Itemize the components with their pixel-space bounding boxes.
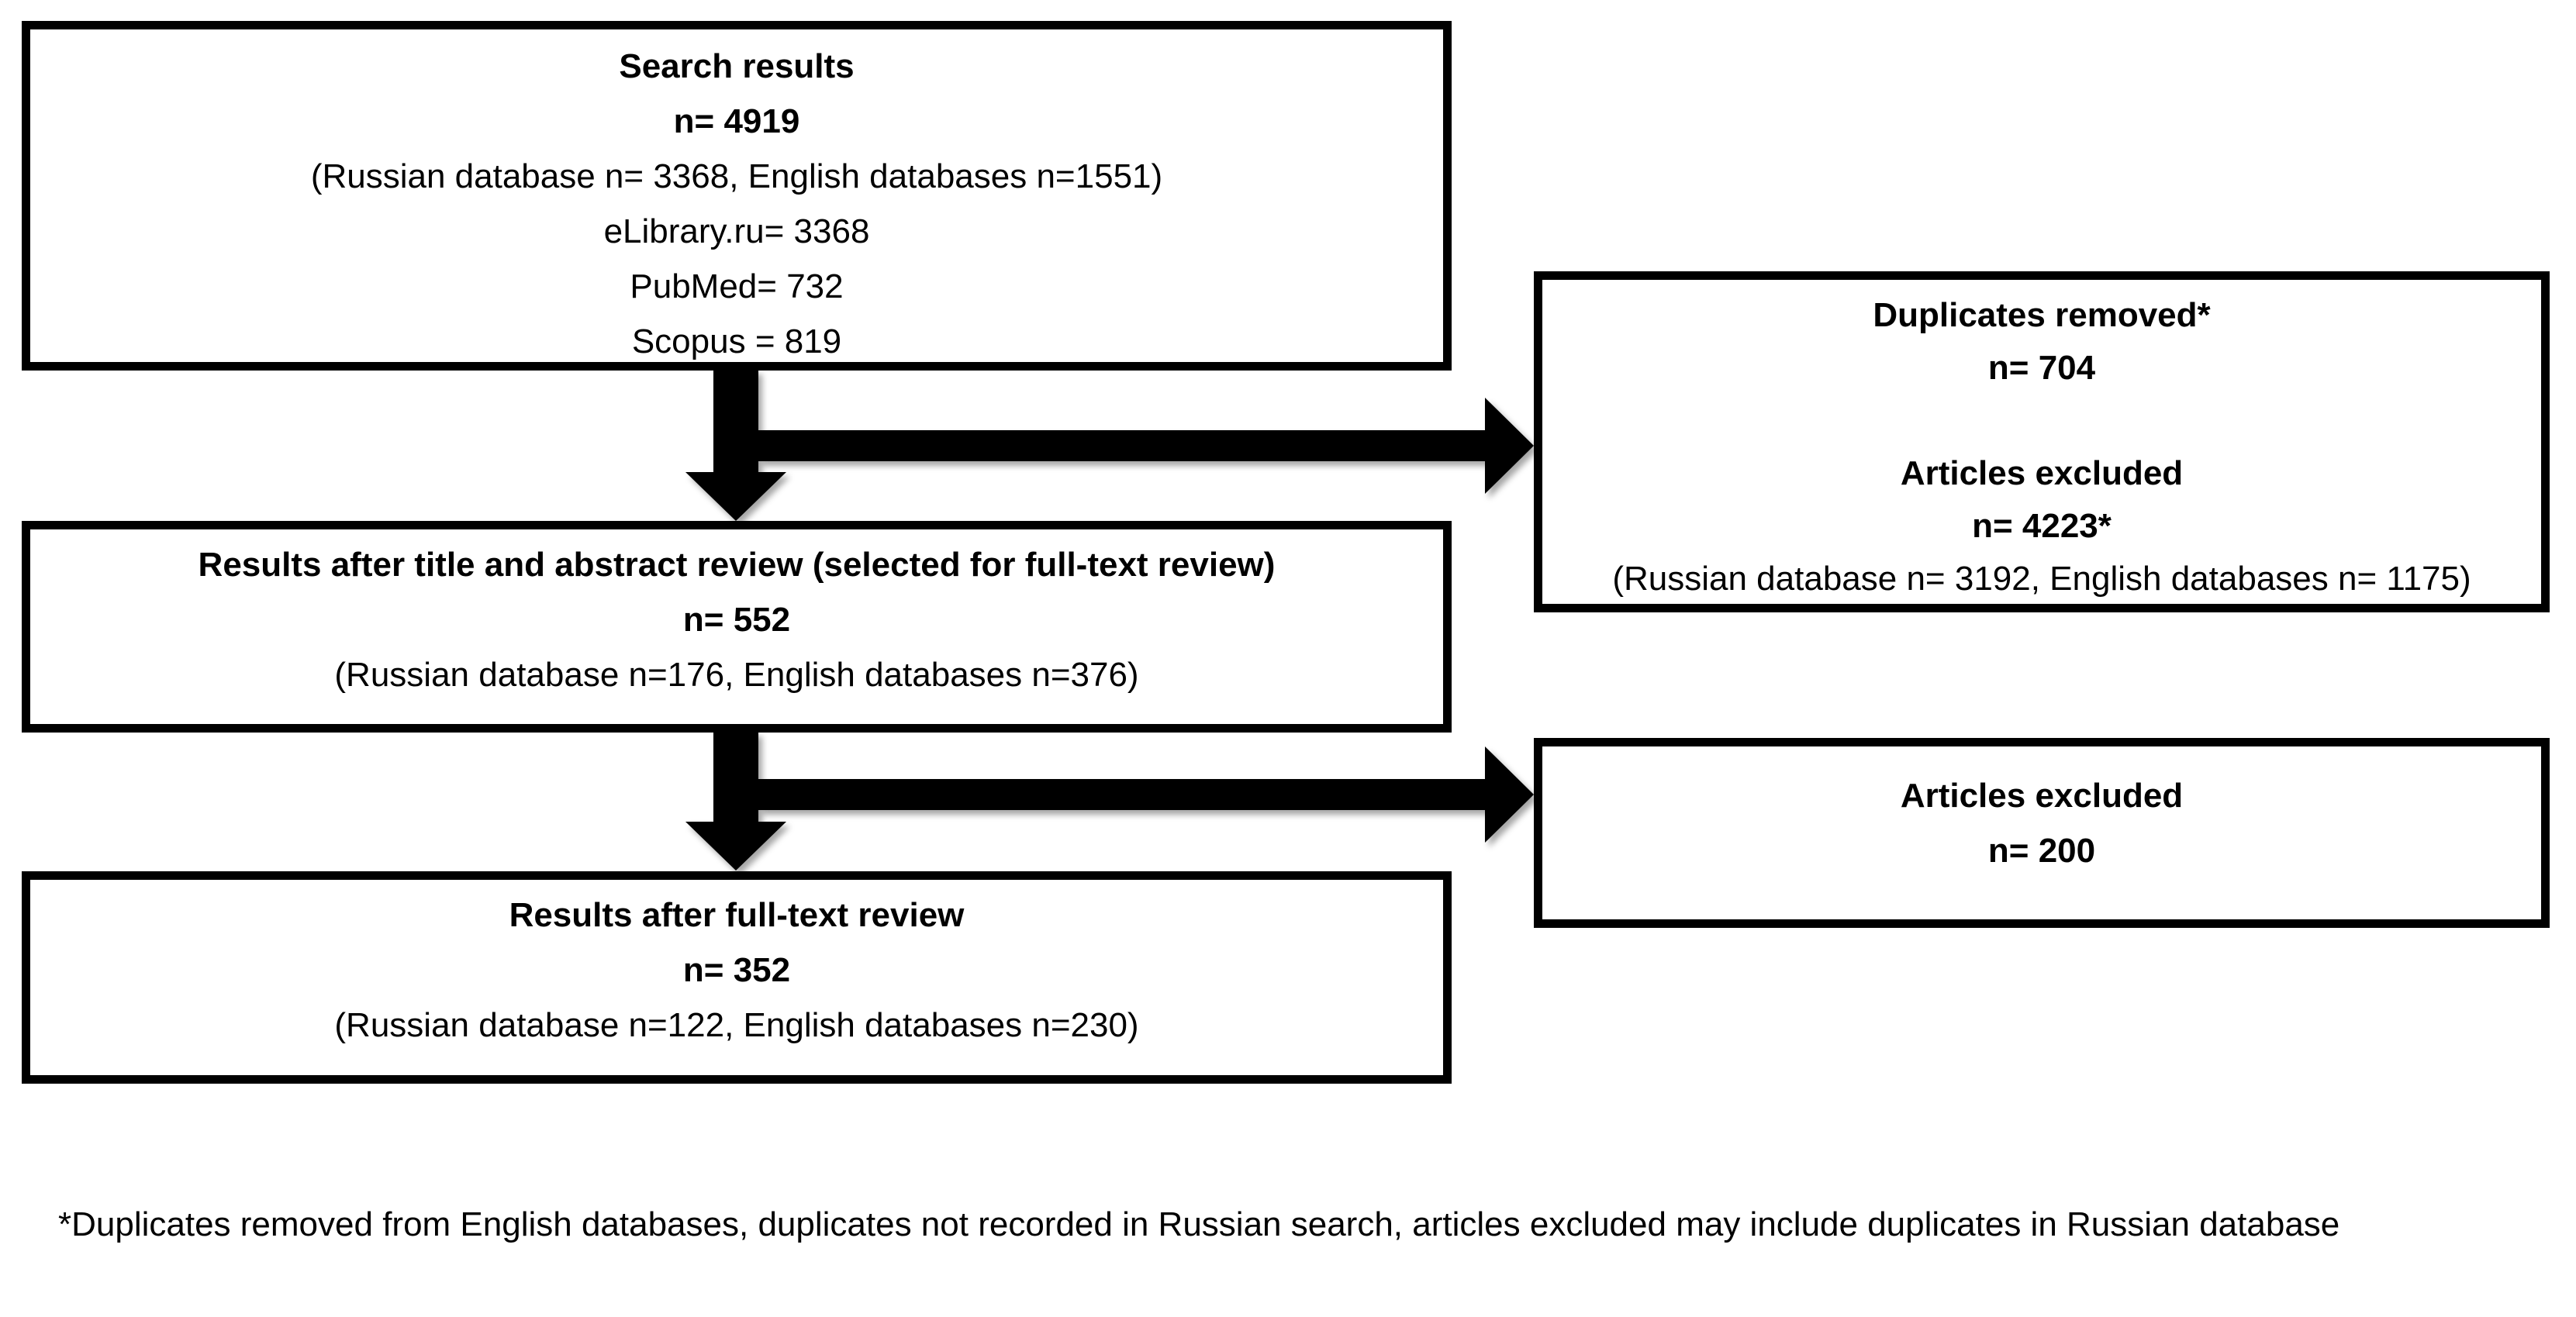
box-title: Search results xyxy=(619,47,855,85)
box-spacer xyxy=(1542,395,2541,447)
box-count: n= 4919 xyxy=(673,102,800,140)
box-detail: (Russian database n= 3368, English datab… xyxy=(310,157,1163,195)
box-detail: eLibrary.ru= 3368 xyxy=(603,212,870,250)
box-count: n= 552 xyxy=(682,601,791,639)
footnote-text: *Duplicates removed from English databas… xyxy=(58,1205,2340,1243)
box-title: Duplicates removed* xyxy=(1873,296,2211,334)
box-count: n= 704 xyxy=(1987,349,2096,387)
box-count: n= 200 xyxy=(1987,832,2096,870)
box-detail: (Russian database n= 3192, English datab… xyxy=(1612,560,2471,598)
right-arrow-2 xyxy=(758,746,1534,843)
title-abstract-review-box: Results after title and abstract review … xyxy=(22,521,1452,733)
arrow-stem xyxy=(758,430,1486,461)
full-text-review-box: Results after full-text review n= 352 (R… xyxy=(22,871,1452,1084)
arrow-stem xyxy=(758,779,1486,810)
box-detail: (Russian database n=122, English databas… xyxy=(334,1006,1139,1044)
arrow-head xyxy=(1485,746,1534,843)
box-detail: Scopus = 819 xyxy=(631,322,842,360)
arrow-head xyxy=(1485,398,1534,494)
box-detail: PubMed= 732 xyxy=(630,267,844,305)
right-arrow-1 xyxy=(758,398,1534,494)
box-title: Results after title and abstract review … xyxy=(198,546,1276,584)
down-arrow-1 xyxy=(685,370,786,521)
duplicates-removed-box: Duplicates removed* n= 704 Articles excl… xyxy=(1534,271,2550,612)
arrow-stem xyxy=(713,732,758,822)
box-count: n= 4223* xyxy=(1972,507,2112,545)
arrow-head xyxy=(685,822,786,871)
search-results-box: Search results n= 4919 (Russian database… xyxy=(22,21,1452,371)
down-arrow-2 xyxy=(685,732,786,871)
articles-excluded-box: Articles excluded n= 200 xyxy=(1534,738,2550,928)
box-title: Articles excluded xyxy=(1900,777,2184,815)
box-detail: (Russian database n=176, English databas… xyxy=(334,656,1139,694)
arrow-head xyxy=(685,472,786,521)
arrow-stem xyxy=(713,370,758,473)
box-title: Results after full-text review xyxy=(509,896,965,934)
box-subtitle: Articles excluded xyxy=(1900,454,2184,492)
box-count: n= 352 xyxy=(682,951,791,989)
